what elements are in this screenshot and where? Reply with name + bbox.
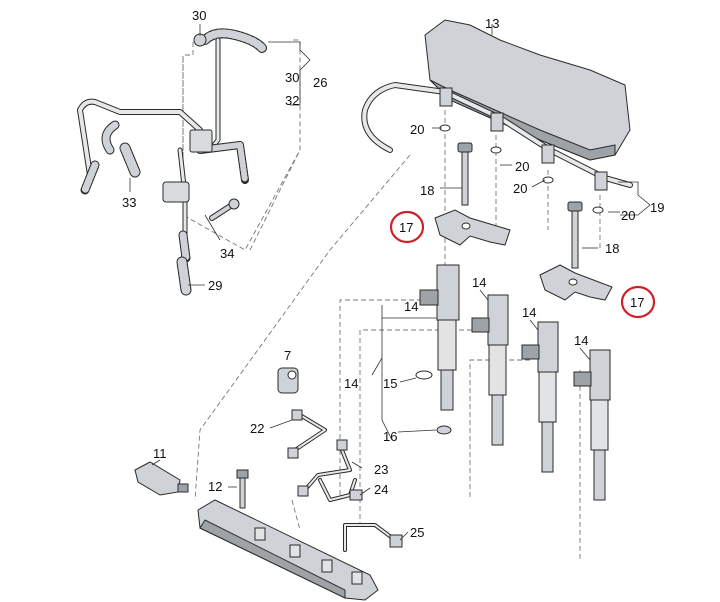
engine-cover	[424, 19, 631, 161]
injector-1	[419, 264, 460, 411]
callout-12: 12	[208, 479, 222, 494]
callout-17-a: 17	[399, 220, 413, 235]
callout-32: 32	[285, 93, 299, 108]
callout-14-e: 14	[404, 299, 418, 314]
callout-13: 13	[485, 16, 499, 31]
leak-off-hose-assembly	[77, 28, 267, 296]
bolt-12	[236, 469, 249, 509]
return-line-assembly	[361, 82, 633, 214]
callout-30-mid: 30	[285, 70, 299, 85]
highlight-circles	[389, 210, 656, 319]
callout-numbers: 30 30 26 32 33 34 29 13 20 20 20 20 19 1…	[122, 8, 664, 540]
callout-24: 24	[374, 482, 388, 497]
callout-33: 33	[122, 195, 136, 210]
callout-34: 34	[220, 246, 234, 261]
pressure-sensor	[134, 461, 189, 496]
injectors	[415, 264, 611, 501]
high-pressure-pipes	[287, 409, 403, 552]
callout-20-c: 20	[513, 181, 527, 196]
callout-30-top: 30	[192, 8, 206, 23]
callout-14-b: 14	[522, 305, 536, 320]
injector-3	[521, 321, 559, 473]
injector-4	[573, 349, 611, 501]
callout-16: 16	[383, 429, 397, 444]
callout-25: 25	[410, 525, 424, 540]
callout-18-a: 18	[420, 183, 434, 198]
callout-19: 19	[650, 200, 664, 215]
callout-20-b: 20	[515, 159, 529, 174]
callout-18-b: 18	[605, 241, 619, 256]
callout-14-c: 14	[574, 333, 588, 348]
callout-7: 7	[284, 348, 291, 363]
callout-14-a: 14	[472, 275, 486, 290]
leader-lines	[129, 24, 651, 541]
callout-11: 11	[153, 446, 167, 461]
callout-20-d: 20	[621, 208, 635, 223]
callout-14-d: 14	[344, 376, 358, 391]
injector-2	[471, 294, 509, 446]
callout-26: 26	[313, 75, 327, 90]
callout-23: 23	[374, 462, 388, 477]
callout-15: 15	[383, 376, 397, 391]
highlight-circle-17-left	[389, 210, 425, 244]
bolts	[457, 142, 583, 269]
callout-22: 22	[250, 421, 264, 436]
seal-part-7	[277, 367, 299, 394]
highlight-circle-17-right	[620, 285, 656, 319]
callout-20-a: 20	[410, 122, 424, 137]
callout-29: 29	[208, 278, 222, 293]
injector-clamps	[434, 209, 613, 301]
fuel-rail	[197, 499, 379, 601]
callout-17-b: 17	[630, 295, 644, 310]
